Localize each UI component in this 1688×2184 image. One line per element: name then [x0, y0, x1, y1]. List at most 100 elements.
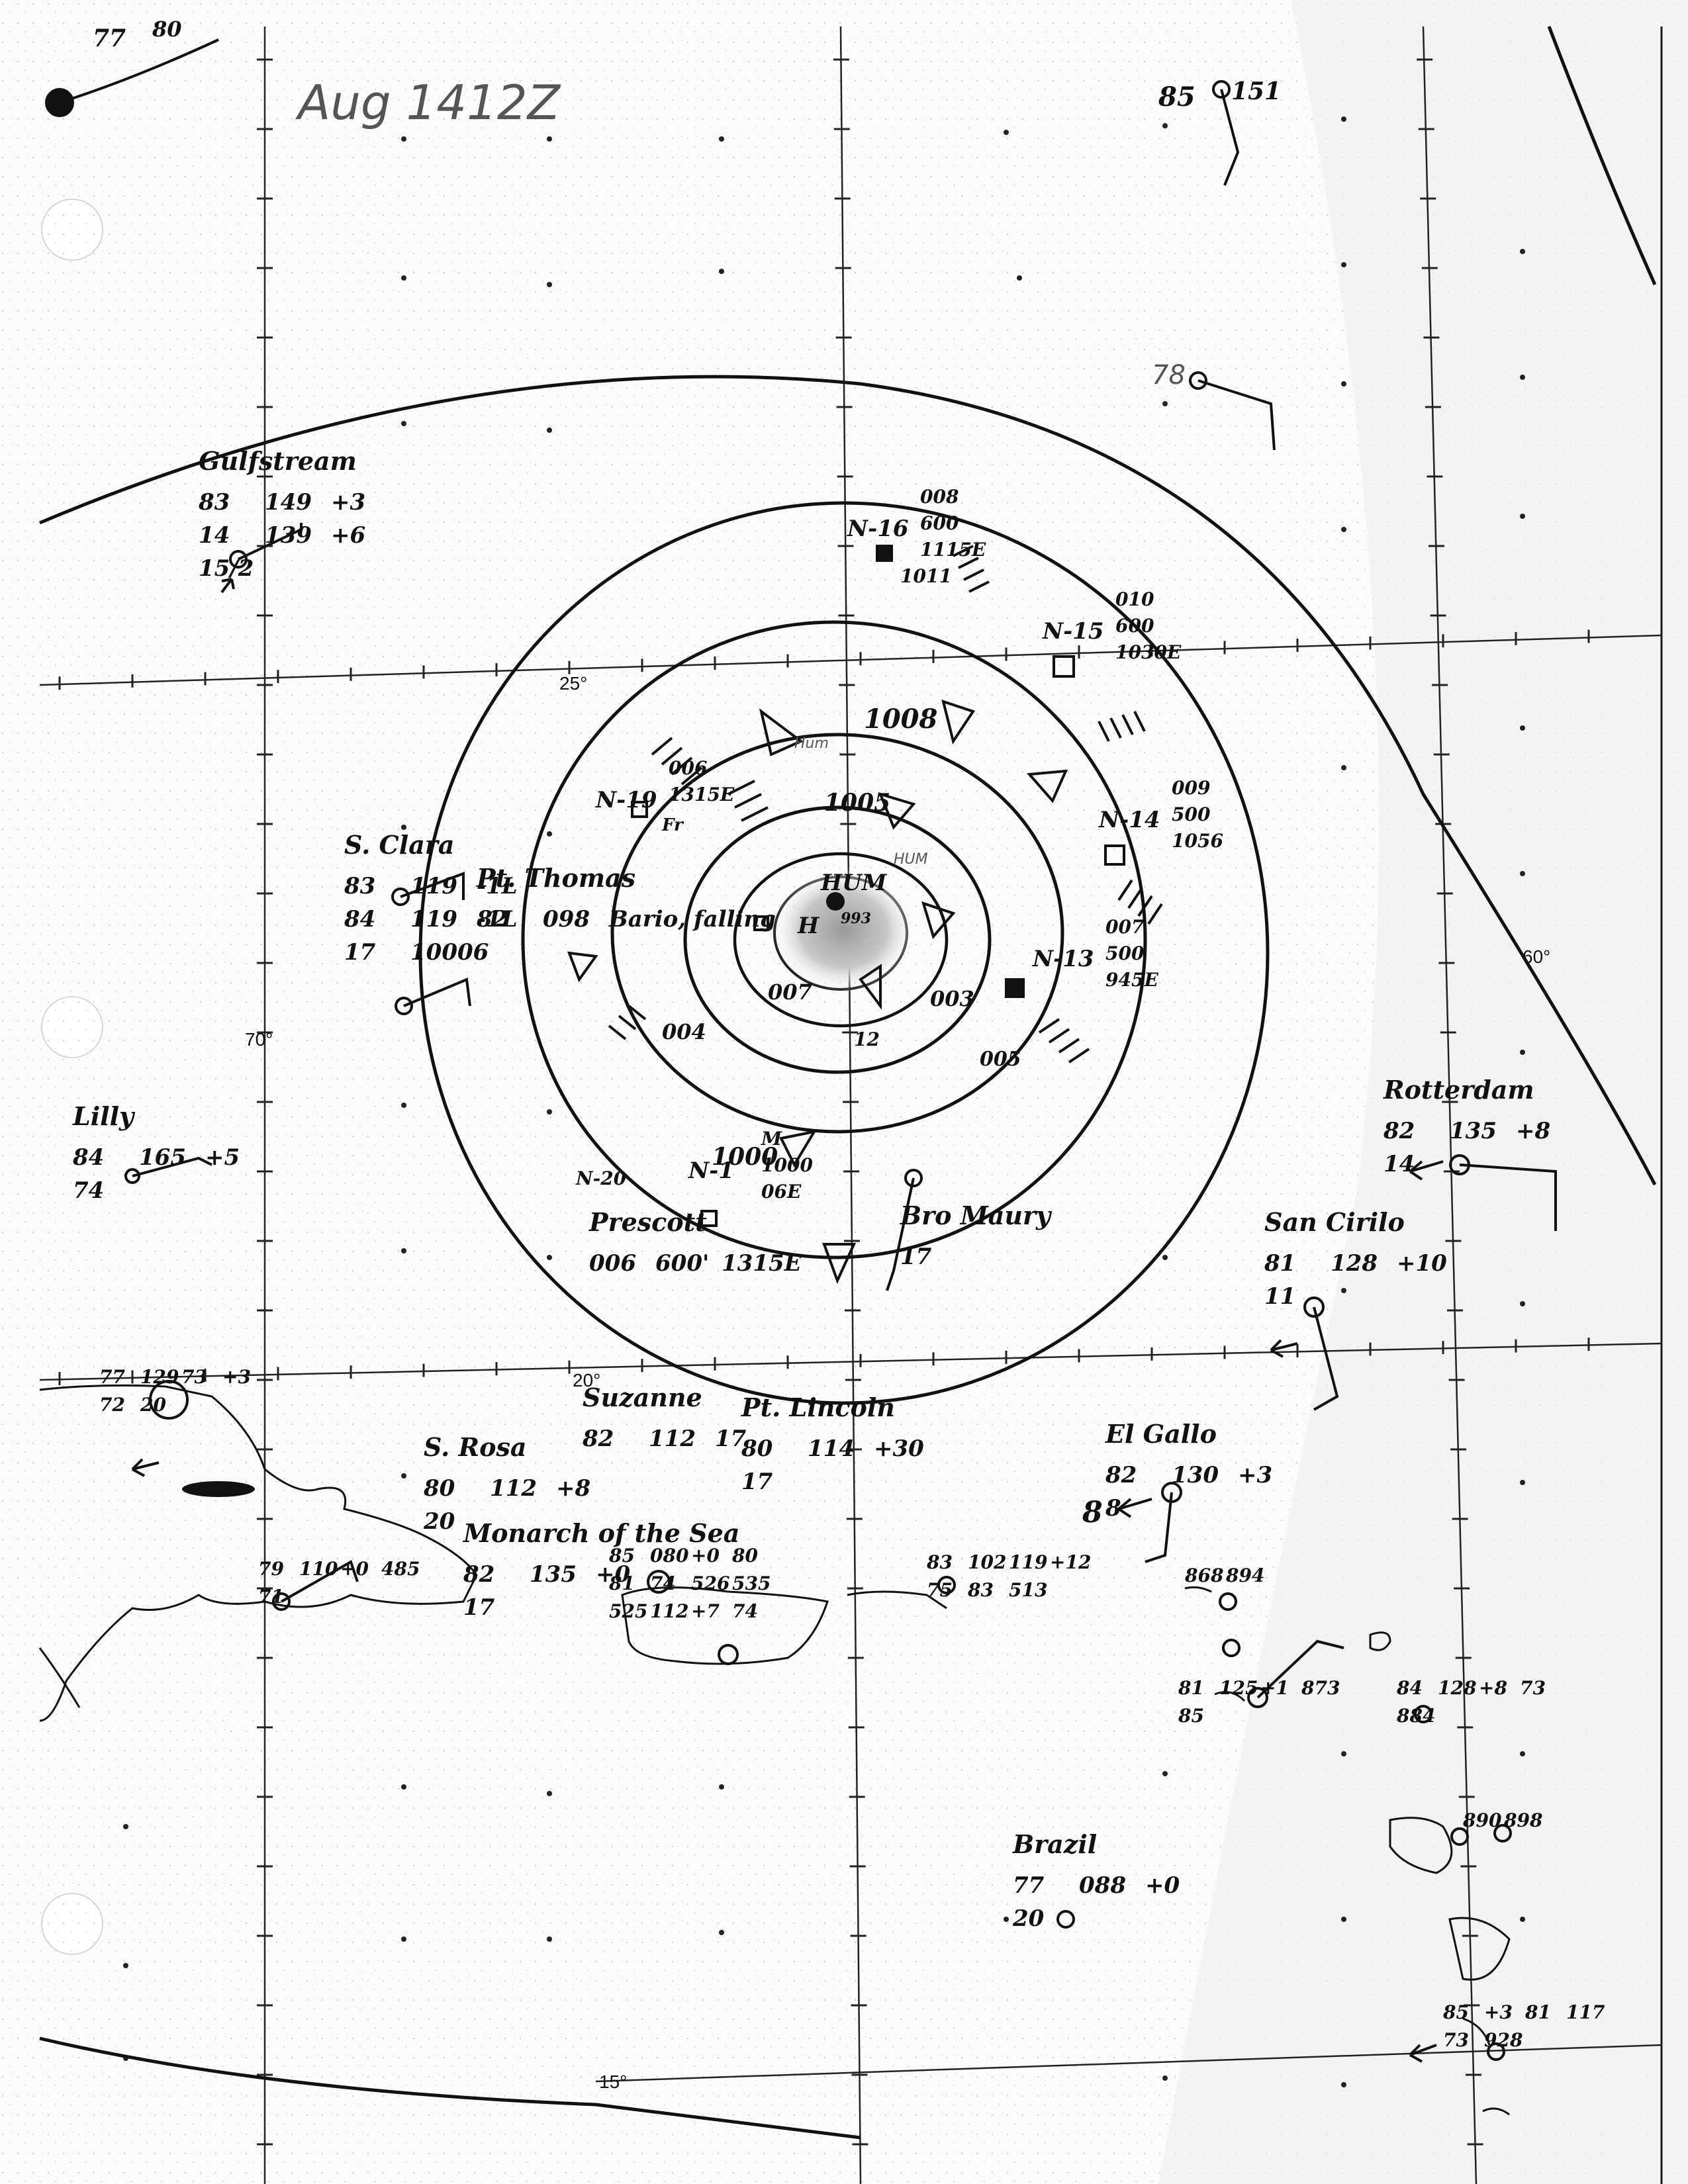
recon-id: N-15: [1042, 618, 1104, 645]
station-value: 102: [968, 1551, 1006, 1573]
ship-name: Monarch of the Sea: [462, 1518, 739, 1548]
station-value: 112: [650, 1600, 688, 1622]
label-8: 8: [1082, 1496, 1103, 1529]
station-value: 73: [1520, 1677, 1546, 1699]
front-top-right: [1547, 26, 1657, 286]
ship-value: 006: [589, 1250, 636, 1277]
station-value: 83: [926, 1551, 953, 1573]
ship-name: Brazil: [1012, 1829, 1097, 1859]
ship-value: 82: [582, 1426, 614, 1452]
ship-value: 088: [1079, 1872, 1126, 1899]
station-island-west: [149, 1380, 189, 1420]
station-value: 890: [1462, 1809, 1502, 1831]
station-s-clara-2: [395, 997, 413, 1015]
ship-value: 14: [199, 522, 230, 549]
ship-value: 14: [1383, 1151, 1415, 1177]
station-value: 74: [650, 1572, 676, 1594]
station-value: 928: [1484, 2029, 1523, 2051]
ship-value: -1L: [477, 873, 518, 899]
station-leeward-4: [1414, 1705, 1432, 1723]
graticule: [39, 26, 1662, 2184]
ship-value: 119: [410, 906, 457, 933]
station-value: 85: [608, 1545, 635, 1567]
isobar-2: [521, 620, 1147, 1259]
recon-value: 008: [920, 486, 959, 508]
ship-value: 17: [741, 1469, 773, 1495]
station-value: 125: [1219, 1677, 1258, 1699]
station-value: 81: [1524, 2001, 1551, 2023]
ship-value: 17: [344, 939, 376, 966]
station-leeward-2: [1222, 1639, 1241, 1657]
isobar-label-004: 004: [662, 1019, 706, 1044]
station-virgin-islands: [937, 1576, 956, 1594]
ship-value: 84: [72, 1144, 104, 1171]
label-80: 80: [152, 17, 182, 42]
ship-name: Pt. Thomas: [476, 863, 635, 893]
station-value: 80: [731, 1545, 758, 1567]
meridian-mid: [839, 26, 862, 2184]
ship-value: 114: [808, 1435, 855, 1462]
station-value: 71: [258, 1586, 284, 1608]
station-value: +0: [340, 1558, 369, 1580]
ship-value: 17: [715, 1426, 747, 1452]
chart-title: Aug 1412Z: [295, 75, 561, 130]
isobar-label-1000: 1000: [712, 1143, 778, 1171]
grid-ticks: [58, 58, 1590, 2146]
station-value: 894: [1225, 1565, 1264, 1586]
ship-name: S. Rosa: [424, 1432, 527, 1462]
ship-name: San Cirilo: [1264, 1207, 1405, 1237]
grid-dots: [123, 116, 1525, 2087]
coastlines: [38, 1384, 1511, 2116]
ship-value: 77: [1013, 1872, 1045, 1899]
station-value: 485: [381, 1558, 420, 1580]
station-gulfstream: [229, 550, 248, 569]
line-bottom: [39, 2036, 861, 2140]
gray-shading: [1158, 0, 1688, 2184]
recon-value: M: [761, 1128, 782, 1150]
station-brazil: [1056, 1910, 1075, 1929]
ship-value: +10: [1397, 1250, 1447, 1277]
ship-value: 112: [490, 1475, 537, 1502]
recon-value: 010: [1115, 588, 1154, 610]
ship-value: 20: [423, 1508, 455, 1535]
station-value: 81: [1178, 1677, 1204, 1699]
hurricane-center-symbol: [826, 892, 845, 911]
ship-value: 128: [1331, 1250, 1378, 1277]
recon-labels: N-160086001115E1011N-150106001030EN-1400…: [595, 486, 1223, 1203]
ship-code: N-20: [575, 1167, 627, 1189]
isobar-5: [733, 852, 949, 1028]
lat-label-25: 25°: [559, 673, 587, 694]
lon-label-70: 70°: [245, 1029, 273, 1050]
station-lilly: [124, 1168, 140, 1184]
station-value: +3: [1484, 2001, 1513, 2023]
label-fr: Fr: [661, 815, 684, 835]
recon-id: N-13: [1032, 946, 1094, 972]
ship-value: 83: [198, 489, 230, 516]
isobar-outer: [418, 501, 1270, 1405]
station-south-east: [1487, 2042, 1505, 2061]
ship-value: +8: [1516, 1118, 1550, 1144]
recon-value: 500: [1172, 803, 1211, 825]
ship-name: Gulfstream: [199, 446, 357, 476]
recon-value: 600: [1115, 615, 1154, 637]
station-value: +1: [1260, 1677, 1289, 1699]
ship-value: +3: [1238, 1462, 1272, 1488]
ship-name: El Gallo: [1105, 1419, 1217, 1449]
station-top-85: [1212, 80, 1231, 99]
recon-value: 1056: [1172, 830, 1223, 852]
